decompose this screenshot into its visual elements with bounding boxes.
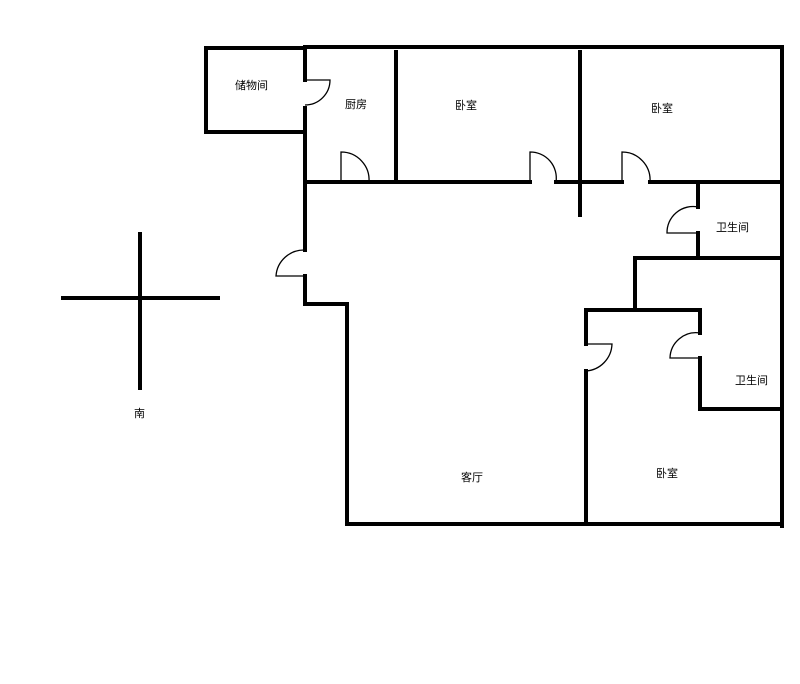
compass-direction-label: 南 <box>134 407 145 420</box>
kitchen-door-icon <box>340 151 370 183</box>
storage-wall <box>204 46 307 134</box>
main-entrance-door-icon <box>275 249 306 277</box>
bedroom2-door-icon <box>621 151 651 183</box>
compass-cross <box>61 232 220 390</box>
room-label-bedroom-1: 卧室 <box>455 99 477 112</box>
doors <box>275 79 701 372</box>
left-wall-step <box>303 302 349 526</box>
room-label-storage: 储物间 <box>235 79 268 92</box>
walls <box>204 45 784 528</box>
room-label-living-room: 客厅 <box>461 471 483 484</box>
room-label-bathroom-2: 卫生间 <box>735 374 768 387</box>
room-label-bedroom-3: 卧室 <box>656 467 678 480</box>
bedroom3-door-icon <box>585 343 613 372</box>
storage-door-icon <box>304 79 331 106</box>
room-label-bathroom-1: 卫生间 <box>716 221 749 234</box>
bathroom2-door-icon <box>669 332 701 359</box>
room-label-bedroom-2: 卧室 <box>651 102 673 115</box>
room-label-kitchen: 厨房 <box>345 98 367 111</box>
bedroom1-door-icon <box>529 151 557 183</box>
bathroom1-door-icon <box>666 205 699 234</box>
